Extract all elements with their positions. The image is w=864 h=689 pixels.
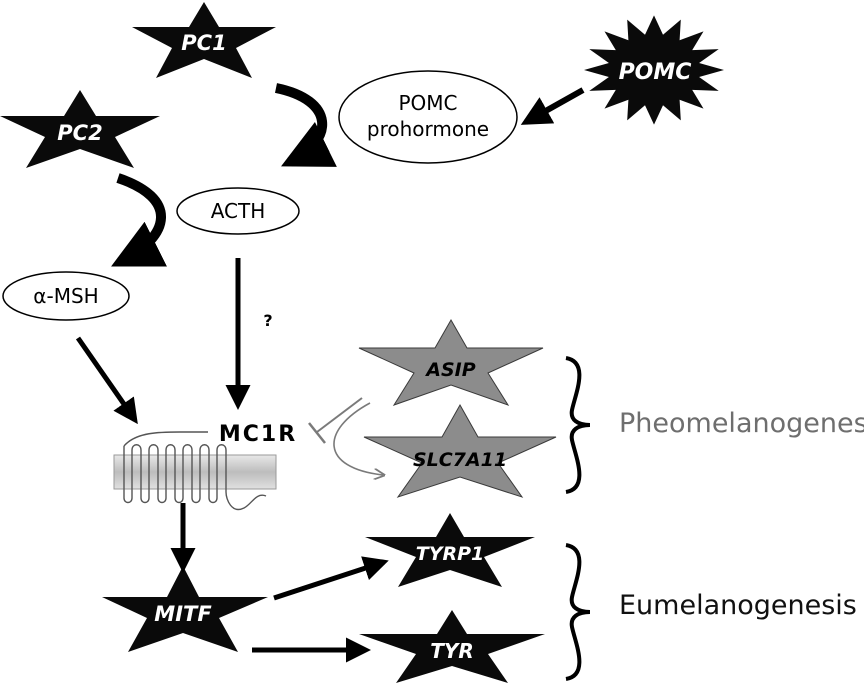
pc1-star-shape xyxy=(132,2,276,78)
pomc-prohormone-label-line1: POMC xyxy=(398,91,457,115)
tyr-node: TYR xyxy=(359,610,545,683)
pc2-label: PC2 xyxy=(57,121,102,145)
tyr-label: TYR xyxy=(430,639,474,663)
alpha-msh-node: α-MSH xyxy=(2,271,130,321)
asip-node: ASIP xyxy=(358,318,544,406)
pheomelanogenesis-brace xyxy=(565,356,591,494)
mc1r-label: MC1R xyxy=(219,422,297,447)
acth-label: ACTH xyxy=(211,199,266,223)
tyrp1-node: TYRP1 xyxy=(365,513,535,587)
asip-inhibition-bar xyxy=(308,422,326,444)
pc2-node: PC2 xyxy=(0,90,160,168)
pc2-cleavage-arrow xyxy=(111,173,167,267)
asip-label: ASIP xyxy=(424,359,475,381)
mc1r-receptor: MC1R xyxy=(113,422,297,511)
pomc-prohormone-label-line2: prohormone xyxy=(367,117,489,141)
asip-star-shape xyxy=(358,318,544,406)
slc7a11-star-shape xyxy=(363,403,557,498)
pomc-burst-shape xyxy=(584,15,724,125)
slc7a11-node: SLC7A11 xyxy=(363,403,557,498)
alpha-msh-label: α-MSH xyxy=(33,284,98,308)
slc7a11-label: SLC7A11 xyxy=(413,449,507,471)
pomc-prohormone-node: POMC prohormone xyxy=(338,70,518,164)
pc1-cleavage-arrow xyxy=(274,83,337,167)
pc2-star-shape xyxy=(0,90,160,168)
acth-node: ACTH xyxy=(176,187,300,235)
cell-membrane xyxy=(113,454,277,490)
pomc-to-prohormone-arrow xyxy=(520,87,585,125)
receptor-transmembrane-loops xyxy=(123,444,267,511)
pc1-label: PC1 xyxy=(181,31,226,55)
pomc-node: POMC xyxy=(584,15,724,125)
alpha-msh-oval xyxy=(2,271,130,321)
tyrp1-label: TYRP1 xyxy=(416,543,485,565)
alpha-msh-to-mc1r-arrow xyxy=(75,336,138,425)
pomc-label: POMC xyxy=(619,60,692,85)
receptor-n-terminus xyxy=(123,431,208,447)
mitf-star-shape xyxy=(102,566,268,652)
eumelanogenesis-label: Eumelanogenesis xyxy=(619,590,857,621)
tyr-star-shape xyxy=(359,610,545,683)
asip-inhibition-line xyxy=(316,397,363,433)
mitf-node: MITF xyxy=(102,566,268,652)
asip-inhibition xyxy=(308,397,363,444)
mitf-to-tyrp1-arrow xyxy=(273,556,389,601)
tyrp1-star-shape xyxy=(365,513,535,587)
pheomelanogenesis-label: Pheomelanogenesis xyxy=(619,408,864,439)
mc1r-to-slc7a11-gray-arrow xyxy=(333,402,383,475)
eumelanogenesis-brace xyxy=(565,543,591,681)
pc1-node: PC1 xyxy=(132,2,276,78)
acth-oval xyxy=(176,187,300,235)
uncertain-link-marker: ? xyxy=(263,311,272,330)
mitf-label: MITF xyxy=(154,602,212,626)
pomc-prohormone-oval xyxy=(338,70,518,164)
